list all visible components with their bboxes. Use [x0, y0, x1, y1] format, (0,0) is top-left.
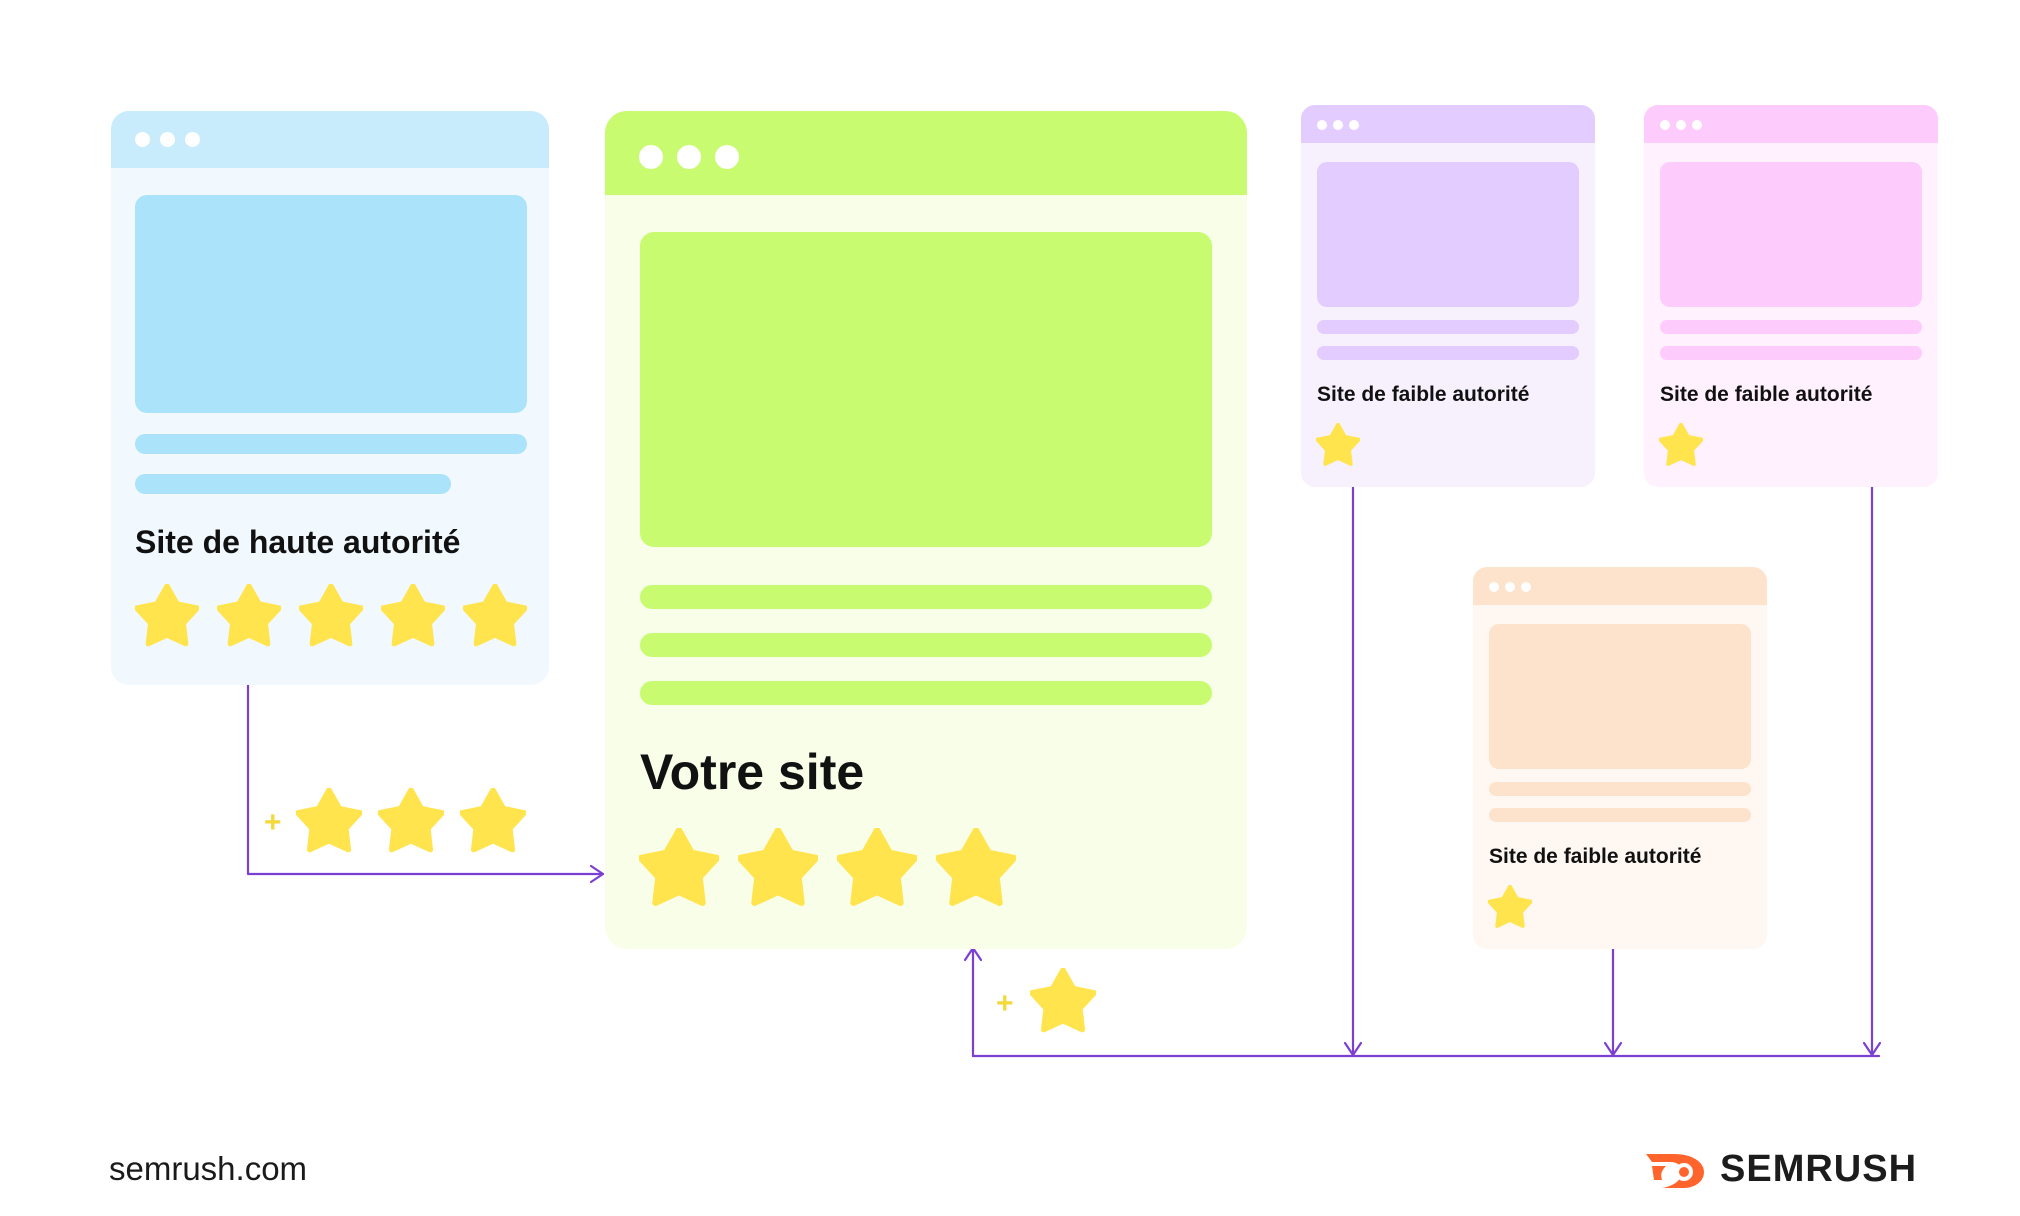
footer-url: semrush.com [109, 1150, 308, 1187]
site-label: Site de haute autorité [135, 524, 461, 560]
text-line-placeholder [1317, 346, 1579, 360]
star-icon [1488, 885, 1532, 929]
site-label: Votre site [640, 744, 865, 800]
star-icon [837, 828, 917, 908]
window-title-bar [1473, 567, 1767, 605]
window-dot [1505, 582, 1515, 592]
site-label: Site de faible autorité [1660, 383, 1873, 406]
star-icon [1316, 423, 1360, 467]
low-authority-window-purple: Site de faible autorité [1301, 105, 1595, 487]
text-line-placeholder [640, 681, 1212, 705]
semrush-logo-text: SEMRUSH [1720, 1148, 1918, 1190]
text-line-placeholder [1317, 320, 1579, 334]
text-line-placeholder [640, 633, 1212, 657]
star-icon [460, 788, 526, 854]
star-icon [299, 584, 363, 648]
window-dot [135, 132, 150, 147]
star-icon [1659, 423, 1703, 467]
window-title-bar [1301, 105, 1595, 143]
text-line-placeholder [1489, 782, 1751, 796]
arrow-high-to-yours [246, 682, 605, 876]
window-dot [1333, 120, 1343, 130]
text-line-placeholder [640, 585, 1212, 609]
window-title-bar [1644, 105, 1938, 143]
star-icon [135, 584, 199, 648]
window-dot [1349, 120, 1359, 130]
star-icon [381, 584, 445, 648]
arrowhead-pink [1862, 1041, 1882, 1057]
window-title-bar [605, 111, 1247, 195]
star-icon [1030, 968, 1096, 1034]
low-authority-window-peach: Site de faible autorité [1473, 567, 1767, 949]
semrush-fire-icon [1644, 1146, 1710, 1190]
window-dot [160, 132, 175, 147]
arrowhead-purple [1343, 1041, 1363, 1057]
window-dot [715, 145, 739, 169]
star-icon [463, 584, 527, 648]
star-icon [738, 828, 818, 908]
plus-sign-high: + [264, 806, 282, 839]
window-dot [1489, 582, 1499, 592]
star-icon [936, 828, 1016, 908]
image-placeholder [1489, 624, 1751, 769]
text-line-placeholder [135, 474, 451, 494]
star-icon [217, 584, 281, 648]
window-dot [1521, 582, 1531, 592]
site-label: Site de faible autorité [1489, 845, 1702, 868]
star-icon [296, 788, 362, 854]
low-authority-window-pink: Site de faible autorité [1644, 105, 1938, 487]
star-icon [378, 788, 444, 854]
arrowhead-peach [1603, 1041, 1623, 1057]
image-placeholder [135, 195, 527, 413]
star-icon [639, 828, 719, 908]
plus-sign-low: + [996, 987, 1014, 1020]
image-placeholder [1317, 162, 1579, 307]
site-label: Site de faible autorité [1317, 383, 1530, 406]
your-site-window: Votre site [605, 111, 1247, 949]
text-line-placeholder [1489, 808, 1751, 822]
window-dot [1317, 120, 1327, 130]
image-placeholder [1660, 162, 1922, 307]
window-dot [1660, 120, 1670, 130]
window-dot [639, 145, 663, 169]
high-authority-window: Site de haute autorité [111, 111, 549, 685]
window-dot [1692, 120, 1702, 130]
text-line-placeholder [135, 434, 527, 454]
window-dot [1676, 120, 1686, 130]
window-title-bar [111, 111, 549, 168]
arrowhead-high [589, 864, 605, 884]
text-line-placeholder [1660, 320, 1922, 334]
window-dot [677, 145, 701, 169]
image-placeholder [640, 232, 1212, 547]
window-dot [185, 132, 200, 147]
text-line-placeholder [1660, 346, 1922, 360]
